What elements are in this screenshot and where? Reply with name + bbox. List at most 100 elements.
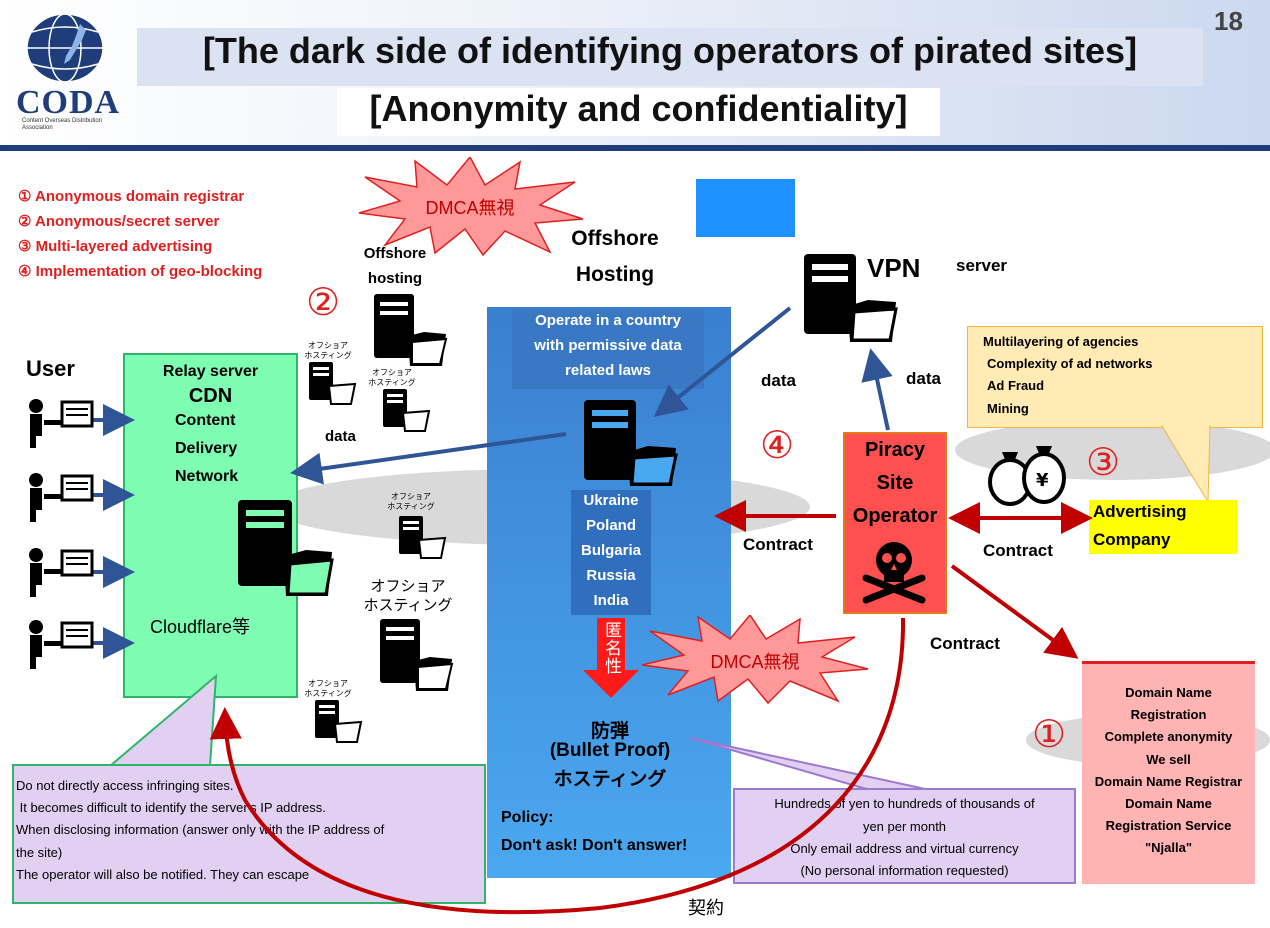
piracy-line3: Operator: [852, 505, 938, 527]
user-computer-icon: [29, 548, 94, 597]
page-title: [The dark side of identifying operators …: [202, 30, 1138, 71]
ad-callout-4: Mining: [987, 401, 1029, 416]
contract-curve-arrow: [209, 617, 906, 915]
legend-item-1: ① Anonymous domain registrar: [18, 188, 245, 205]
hosting-callout-box: [733, 788, 1076, 884]
server-folder-icon: [309, 362, 357, 405]
country-russia: Russia: [586, 567, 636, 584]
domain-registrar-box: [1082, 661, 1255, 884]
domain-line3: Complete anonymity: [1104, 729, 1233, 744]
legend-item-4: ④ Implementation of geo-blocking: [18, 263, 263, 280]
hosting-callout-4: (No personal information requested): [800, 863, 1009, 878]
server-folder-icon: [238, 500, 334, 596]
ad-callout-2: Complexity of ad networks: [987, 356, 1153, 371]
globe-logo-icon: [26, 13, 104, 83]
server-folder-icon: [383, 389, 431, 432]
domain-line8: "Njalla": [1144, 840, 1192, 855]
blue-rectangle: [696, 179, 795, 237]
user-computer-icon: [29, 620, 94, 669]
ad-callout-box: [967, 326, 1263, 428]
offshore-hosting-title-2: Hosting: [575, 263, 655, 286]
dmca-top-label: DMCA無視: [425, 198, 515, 218]
offshore-circle-num: ②: [306, 282, 341, 324]
domain-line2: Registration: [1130, 707, 1207, 722]
geo-circle-num: ④: [760, 425, 795, 467]
bulletproof-line3: ホスティング: [553, 769, 667, 790]
cdn-callout-1: Do not directly access infringing sites.: [16, 778, 234, 793]
cdn-callout-4: the site): [16, 845, 63, 860]
contract-label-right: Contract: [983, 541, 1053, 560]
ad-callout-1: Multilayering of agencies: [983, 334, 1139, 349]
jp-small-label-4a: オフショア: [308, 679, 348, 688]
jp-small-label-3a: オフショア: [391, 492, 431, 501]
country-bulgaria: Bulgaria: [580, 542, 641, 559]
cdn-label: CDN: [188, 385, 233, 407]
offshore-desc-3: related laws: [565, 362, 651, 379]
domain-line7: Registration Service: [1105, 818, 1232, 833]
policy-text: Don't ask! Don't answer!: [501, 837, 688, 854]
jp-small-label-1a: オフショア: [308, 341, 348, 350]
ad-circle-num: ③: [1086, 442, 1121, 484]
country-list-box: [571, 490, 651, 615]
hosting-callout-3: Only email address and virtual currency: [790, 841, 1019, 856]
vpn-server-icon: [804, 254, 898, 342]
jp-small-label-4b: ホスティング: [304, 689, 352, 698]
anonymity-arrow-icon: [583, 618, 639, 698]
domain-line5: Domain Name Registrar: [1094, 774, 1243, 789]
domain-line1: Domain Name: [1125, 685, 1212, 700]
dmca-starburst-top-icon: [358, 157, 584, 257]
offshore-small-label1: Offshore: [363, 245, 427, 262]
title-box: [137, 28, 1203, 86]
domain-circle-num: ①: [1032, 714, 1067, 756]
data-label-c: data: [325, 428, 356, 445]
page-number: 18: [1214, 6, 1243, 36]
user-computer-icon: [29, 399, 94, 448]
country-poland: Poland: [585, 517, 636, 534]
subtitle-box: [337, 88, 940, 136]
jp-small-label-3b: ホスティング: [387, 502, 435, 511]
dmca-starburst-mid-icon: [641, 615, 869, 705]
cdn-callout-3: When disclosing information (answer only…: [16, 822, 385, 837]
server-folder-icon: [399, 516, 447, 559]
domain-line4: We sell: [1146, 752, 1191, 767]
skull-crossbones-icon: [862, 542, 926, 604]
page-subtitle: [Anonymity and confidentiality]: [369, 88, 908, 129]
legend-item-2: ② Anonymous/secret server: [18, 213, 220, 230]
legend-item-3: ③ Multi-layered advertising: [18, 238, 213, 255]
piracy-line2: Site: [876, 472, 914, 494]
anonymity-label: 匿名性: [605, 621, 622, 676]
offshore-desc-box: [512, 309, 704, 389]
vpn-label: VPN: [867, 253, 921, 283]
cdn-provider: Cloudflare等: [150, 617, 251, 637]
user-computer-icon: [29, 473, 94, 522]
logo-text: CODA: [16, 84, 121, 121]
data-label-b: data: [906, 369, 941, 388]
jp-small-label-1b: ホスティング: [304, 351, 352, 360]
svg-text:¥: ¥: [1036, 470, 1049, 491]
jp-mid-label-1: オフショア: [370, 578, 446, 595]
piracy-line1: Piracy: [864, 439, 926, 461]
dmca-mid-label: DMCA無視: [710, 652, 800, 672]
cdn-line1: Content: [175, 412, 236, 429]
server-folder-icon: [380, 619, 454, 691]
offshore-desc-2: with permissive data: [534, 337, 682, 354]
server-folder-icon: [374, 294, 448, 366]
relay-server-label: Relay server: [162, 363, 259, 380]
ad-company-box: [1089, 500, 1237, 554]
cdn-line3: Network: [175, 468, 239, 485]
hosting-to-cdn-arrow: [290, 432, 567, 485]
server-folder-icon: [315, 700, 363, 743]
jp-small-label-2b: ホスティング: [368, 378, 416, 387]
piracy-operator-box: [843, 432, 947, 614]
vpn-to-hosting-arrow: [653, 306, 792, 417]
server-folder-icon: [584, 400, 678, 486]
vpn-server-label: server: [956, 256, 1008, 275]
contract-label-jp: 契約: [688, 898, 724, 918]
bulletproof-line2: (Bullet Proof): [549, 740, 671, 761]
data-label-a: data: [761, 371, 796, 390]
cdn-callout-2: It becomes difficult to identify the ser…: [16, 800, 326, 815]
ad-callout-tail: [1161, 424, 1211, 504]
contract-label-left: Contract: [743, 535, 813, 554]
logo-subtext: Content Overseas Distribution Associatio…: [22, 118, 103, 131]
ad-company-line2: Company: [1093, 530, 1171, 549]
